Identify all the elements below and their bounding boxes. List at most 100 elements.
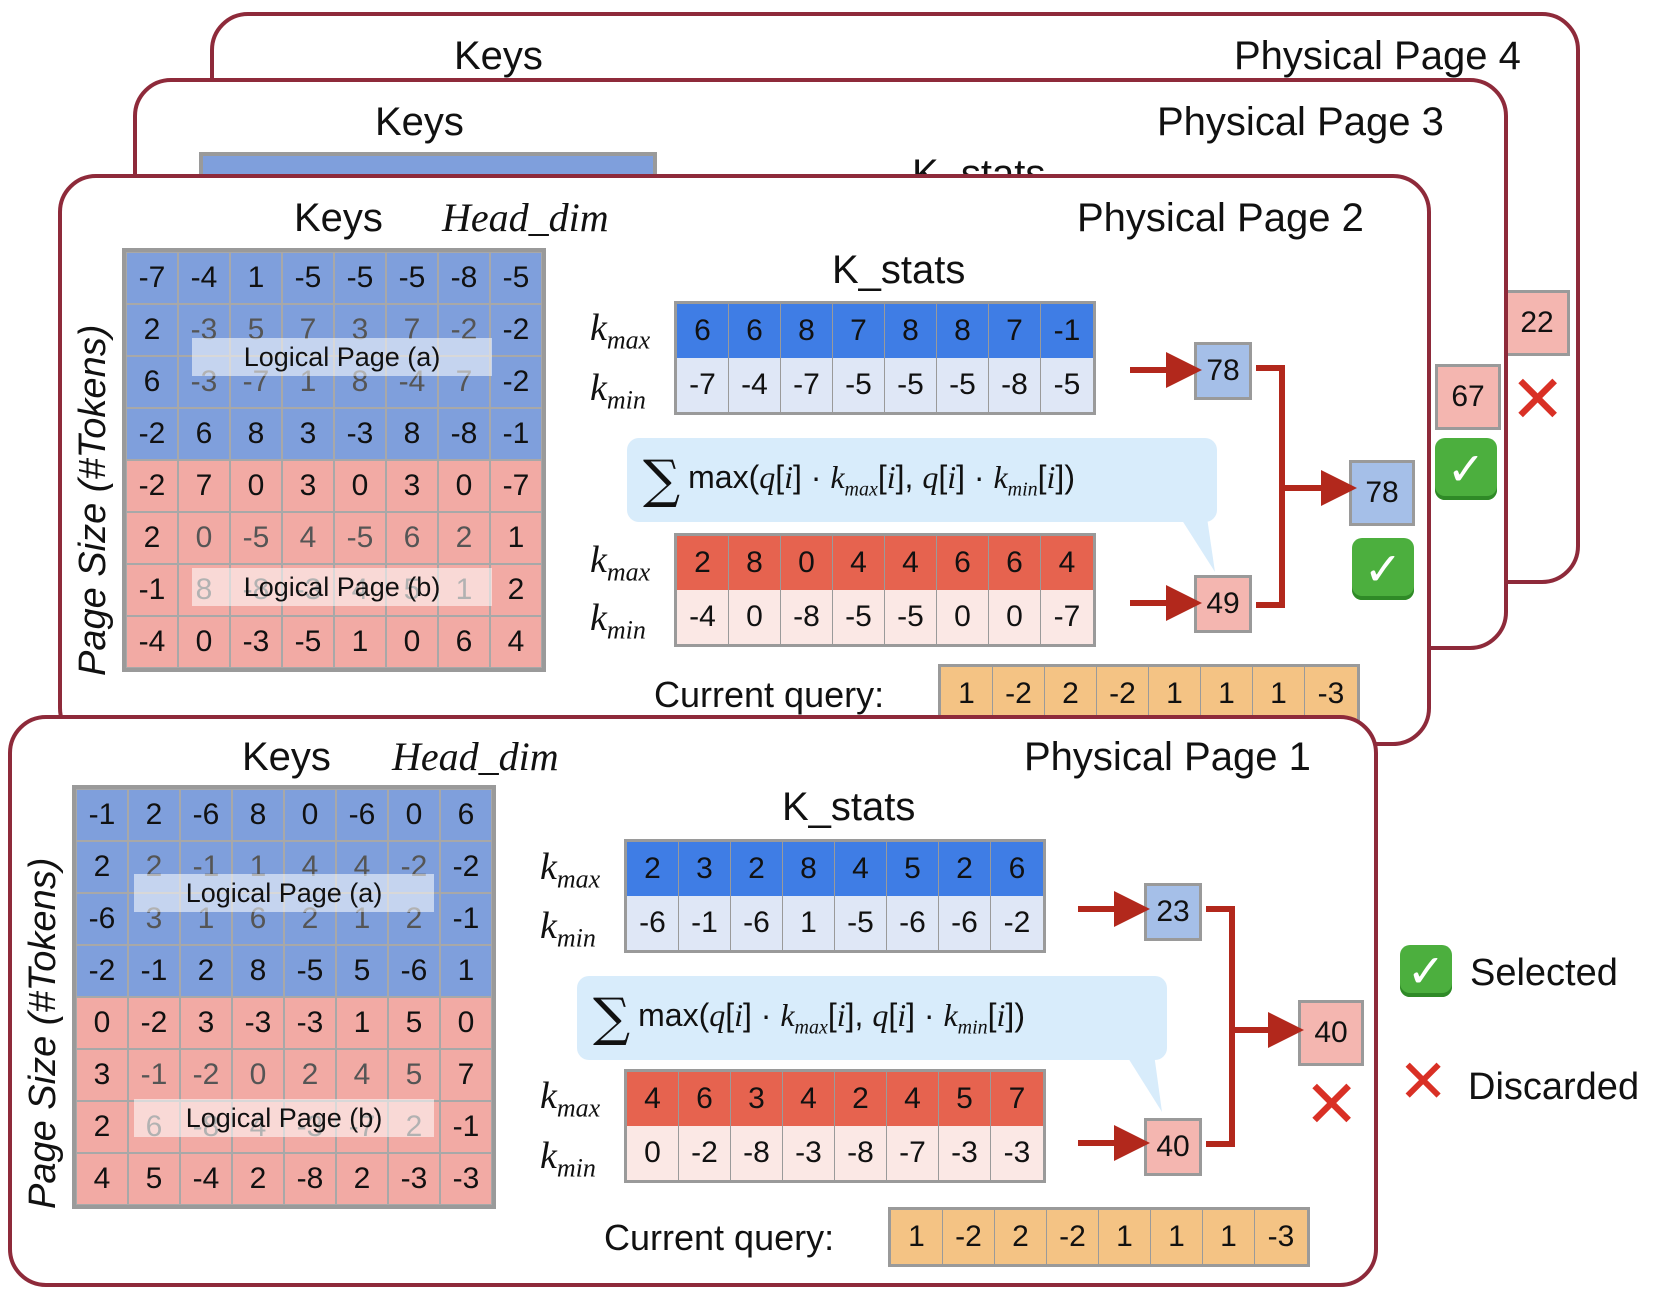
- kmax-cell: 4: [1041, 536, 1093, 590]
- query-cell: 1: [1203, 1210, 1255, 1264]
- key-cell: 4: [282, 512, 334, 564]
- kmax-cell: 4: [885, 536, 937, 590]
- kmin-cell: -5: [835, 896, 887, 950]
- key-cell: 4: [490, 616, 542, 668]
- key-cell: -2: [440, 841, 492, 893]
- key-cell: -1: [490, 408, 542, 460]
- key-cell: 2: [180, 945, 232, 997]
- key-cell: -2: [490, 304, 542, 356]
- kmin-cell: -2: [991, 896, 1043, 950]
- key-cell: -6: [336, 789, 388, 841]
- page-score: 40: [1298, 1000, 1364, 1066]
- kmin-label-a: kmin: [540, 905, 596, 953]
- kmax-cell: 2: [835, 1072, 887, 1126]
- key-cell: -5: [282, 616, 334, 668]
- key-cell: 7: [440, 1049, 492, 1101]
- key-cell: -1: [128, 945, 180, 997]
- kmax-cell: 8: [781, 304, 833, 358]
- page-size-label: Page Size (#Tokens): [22, 857, 64, 1209]
- key-cell: 0: [284, 789, 336, 841]
- keys-label: Keys: [375, 100, 464, 144]
- key-cell: -1: [440, 893, 492, 945]
- kmax-cell: 6: [937, 536, 989, 590]
- kmax-cell: 2: [677, 536, 729, 590]
- formula-bubble: ∑ max(q[i] · kmax[i], q[i] · kmin[i]): [577, 976, 1167, 1060]
- kmin-cell: -6: [627, 896, 679, 950]
- key-cell: -2: [126, 408, 178, 460]
- kmax-cell: -1: [1041, 304, 1093, 358]
- key-cell: 0: [76, 997, 128, 1049]
- key-cell: 4: [76, 1153, 128, 1205]
- kmax-cell: 5: [887, 842, 939, 896]
- key-cell: 3: [386, 460, 438, 512]
- kmax-cell: 6: [729, 304, 781, 358]
- key-cell: 2: [490, 564, 542, 616]
- kmax-cell: 8: [885, 304, 937, 358]
- key-cell: -8: [438, 408, 490, 460]
- key-cell: -1: [440, 1101, 492, 1153]
- key-cell: -2: [126, 460, 178, 512]
- kmin-cell: -5: [833, 358, 885, 412]
- key-cell: 3: [282, 408, 334, 460]
- kmax-cell: 6: [989, 536, 1041, 590]
- kmin-cell: -8: [731, 1126, 783, 1180]
- kmax-cell: 7: [989, 304, 1041, 358]
- check-mark-icon: ✓: [1435, 438, 1497, 500]
- kmax-cell: 2: [939, 842, 991, 896]
- kmin-row-a: -7-4-7-5-5-5-8-5: [674, 358, 1096, 415]
- cross-mark-icon: ✕: [1510, 362, 1566, 436]
- kmin-cell: -8: [835, 1126, 887, 1180]
- kstats-label: K_stats: [782, 785, 916, 829]
- key-cell: 8: [232, 945, 284, 997]
- key-cell: 0: [334, 460, 386, 512]
- kmin-cell: -7: [677, 358, 729, 412]
- check-mark-icon: ✓: [1352, 538, 1414, 600]
- query-cell: -2: [1047, 1210, 1099, 1264]
- kmax-cell: 5: [939, 1072, 991, 1126]
- kmin-cell: -4: [677, 590, 729, 644]
- kmin-cell: -5: [937, 358, 989, 412]
- key-cell: 1: [336, 997, 388, 1049]
- key-cell: 1: [230, 252, 282, 304]
- kmin-label-a: kmin: [590, 367, 646, 415]
- key-cell: -5: [490, 252, 542, 304]
- kmin-cell: 0: [729, 590, 781, 644]
- page-title: Physical Page 4: [1234, 34, 1521, 78]
- kmin-cell: -6: [939, 896, 991, 950]
- query-cell: -2: [993, 667, 1045, 721]
- query-cell: 1: [1151, 1210, 1203, 1264]
- kmin-cell: -3: [991, 1126, 1043, 1180]
- key-cell: -5: [386, 252, 438, 304]
- key-cell: 3: [282, 460, 334, 512]
- kmin-cell: -8: [989, 358, 1041, 412]
- query-cell: 1: [1149, 667, 1201, 721]
- keys-label: Keys: [454, 34, 543, 78]
- sum-symbol-icon: ∑: [643, 450, 681, 510]
- key-cell: 6: [438, 616, 490, 668]
- key-cell: -6: [388, 945, 440, 997]
- key-cell: -2: [180, 1049, 232, 1101]
- key-cell: -4: [126, 616, 178, 668]
- key-cell: 8: [230, 408, 282, 460]
- kmin-row-b: 0-2-8-3-8-7-3-3: [624, 1126, 1046, 1183]
- score-a: 23: [1144, 883, 1202, 941]
- kmin-cell: -7: [887, 1126, 939, 1180]
- key-cell: -5: [282, 252, 334, 304]
- kmin-cell: -8: [781, 590, 833, 644]
- kmin-cell: 1: [783, 896, 835, 950]
- key-cell: 7: [178, 460, 230, 512]
- physical-page-2: Keys Head_dim Physical Page 2 Page Size …: [58, 174, 1431, 746]
- kmin-cell: 0: [937, 590, 989, 644]
- logical-page-a-label: Logical Page (a): [134, 874, 434, 912]
- kmax-cell: 8: [937, 304, 989, 358]
- head-dim-label: Head_dim: [392, 734, 559, 779]
- page-title: Physical Page 3: [1157, 100, 1444, 144]
- key-cell: -2: [128, 997, 180, 1049]
- key-cell: -3: [230, 616, 282, 668]
- kmax-cell: 4: [835, 842, 887, 896]
- kmin-cell: -4: [729, 358, 781, 412]
- key-cell: -1: [76, 789, 128, 841]
- key-cell: 2: [76, 1101, 128, 1153]
- kmin-cell: -1: [679, 896, 731, 950]
